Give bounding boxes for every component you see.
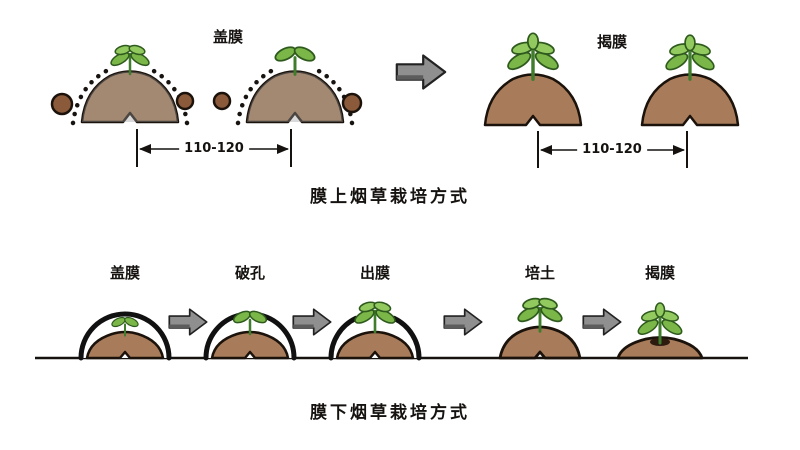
remove-film-label: 揭膜	[596, 33, 628, 51]
seedling	[107, 42, 153, 76]
covered-mound-2	[238, 42, 352, 123]
arrow-right-icon	[582, 308, 622, 336]
arrow-right-icon	[443, 308, 483, 336]
spacing-measure-right: 110-120	[577, 142, 647, 157]
film-dome	[328, 315, 359, 361]
stage-cover-film	[78, 311, 172, 361]
uncovered-mound-2	[640, 33, 740, 127]
uncovered-mound-1	[483, 31, 583, 127]
top-section-title: 膜上烟草栽培方式	[310, 187, 470, 207]
film-dome	[78, 311, 172, 361]
stage-break-hole	[203, 307, 297, 361]
spacing-measure-left: 110-120	[179, 141, 249, 156]
arrow-right-icon	[168, 308, 208, 336]
soil-clod	[50, 92, 74, 116]
seedling	[503, 31, 563, 82]
stage-remove-film	[616, 301, 704, 360]
stage-emerge-film	[328, 299, 422, 361]
arrow-right-icon	[395, 54, 447, 90]
covered-mound-1	[73, 42, 187, 123]
stage-label-hill: 培土	[524, 264, 556, 282]
stage-label-break: 破孔	[234, 264, 266, 282]
stage-label-emerge: 出膜	[359, 264, 391, 282]
seedling	[634, 301, 686, 345]
soil-clod	[175, 91, 195, 111]
film-dome	[391, 315, 422, 361]
stage-hill-soil	[498, 295, 582, 360]
cover-film-label: 盖膜	[212, 28, 244, 46]
measurement-right	[537, 131, 688, 168]
soil-clod	[212, 91, 232, 111]
seedling	[514, 295, 566, 333]
stage-label-cover: 盖膜	[109, 264, 141, 282]
seedling	[661, 33, 719, 81]
arrow-right-icon	[292, 308, 332, 336]
soil-clod	[341, 92, 363, 114]
stage-label-remove: 揭膜	[644, 264, 676, 282]
seedling	[271, 42, 319, 76]
bottom-section-title: 膜下烟草栽培方式	[310, 403, 470, 423]
